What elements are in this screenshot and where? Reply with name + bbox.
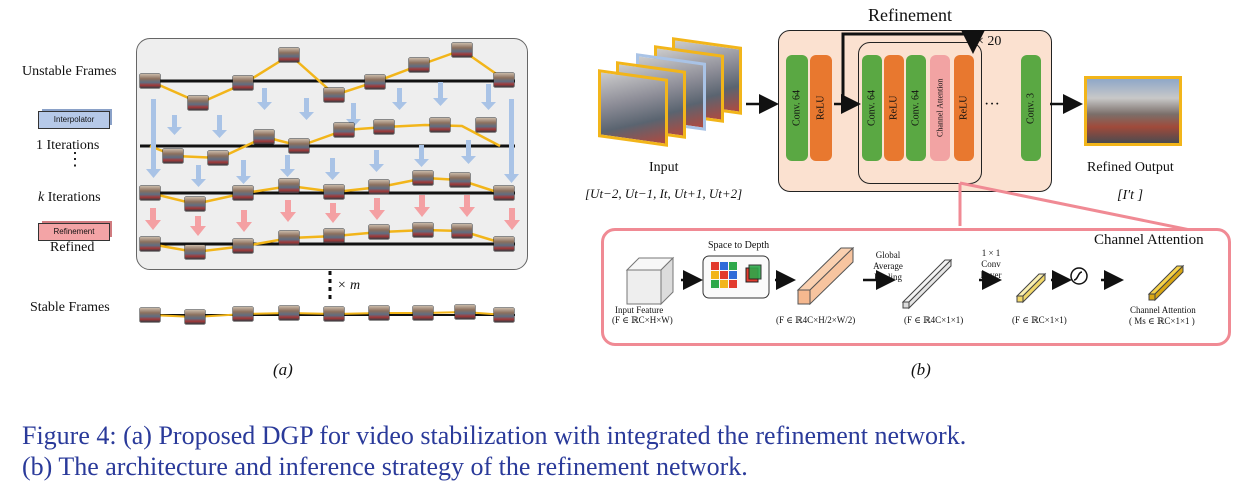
frame-thumbnail bbox=[279, 231, 299, 245]
frame-thumbnail bbox=[324, 185, 344, 199]
frame-thumbnail bbox=[413, 223, 433, 237]
refined-output-image bbox=[1084, 76, 1182, 146]
frame-thumbnail bbox=[233, 186, 253, 200]
frame-thumbnail bbox=[455, 305, 475, 319]
frame-thumbnail bbox=[140, 237, 160, 251]
frame-thumbnail bbox=[413, 306, 433, 320]
frame-thumbnail bbox=[369, 180, 389, 194]
frame-thumbnail bbox=[374, 120, 394, 134]
conv-vector bbox=[1015, 272, 1047, 304]
ellipsis: ··· bbox=[984, 96, 1000, 113]
frame-thumbnail bbox=[369, 306, 389, 320]
frame-thumbnail bbox=[140, 308, 160, 322]
attention-vector bbox=[1147, 264, 1185, 302]
frame-thumbnail bbox=[140, 186, 160, 200]
k-symbol: k bbox=[38, 190, 45, 205]
frame-thumbnail bbox=[324, 307, 344, 321]
label-unstable-frames: Unstable Frames bbox=[22, 64, 117, 79]
s2d-dim: (F ∈ ℝ4C×H/2×W/2) bbox=[776, 315, 856, 325]
channel-attention-title: Channel Attention bbox=[1094, 232, 1204, 248]
frame-thumbnail bbox=[334, 123, 354, 137]
block-relu-b bbox=[954, 55, 974, 161]
frame-thumbnail bbox=[324, 229, 344, 243]
frame-thumbnail bbox=[254, 130, 274, 144]
interpolator-arrows bbox=[146, 82, 519, 187]
frame-thumbnail bbox=[185, 245, 205, 259]
conv-layer-label: 1 × 1 Conv Layer bbox=[980, 248, 1002, 280]
frame-thumbnail bbox=[289, 139, 309, 153]
label-stable-frames: Stable Frames bbox=[30, 300, 110, 315]
conv-dim: (F ∈ ℝC×1×1) bbox=[1012, 315, 1067, 325]
input-feature-dim: (F ∈ ℝC×H×W) bbox=[612, 315, 673, 325]
refinement-title: Refinement bbox=[868, 5, 952, 25]
label-one-iteration: 1 Iterations bbox=[36, 138, 100, 153]
sigmoid-icon bbox=[1070, 267, 1088, 285]
caption-line-2: (b) The architecture and inference strat… bbox=[22, 452, 748, 481]
feature-prism bbox=[796, 246, 855, 306]
chip-interpolator: Interpolator bbox=[38, 111, 110, 129]
frame-thumbnail bbox=[494, 73, 514, 87]
block-conv64-a bbox=[862, 55, 882, 161]
vertical-dots: ⋮ bbox=[66, 149, 84, 169]
chip-refinement: Refinement bbox=[38, 223, 110, 241]
panel-b-arrows bbox=[746, 30, 1201, 234]
frame-thumbnail bbox=[369, 225, 389, 239]
frame-thumbnail bbox=[208, 151, 228, 165]
gap-label: Global Average Pooling bbox=[873, 250, 903, 282]
frame-thumbnail bbox=[365, 75, 385, 89]
frame-thumbnail bbox=[452, 224, 472, 238]
frame-thumbnail bbox=[233, 239, 253, 253]
frame-thumbnail bbox=[233, 307, 253, 321]
frame-thumbnail bbox=[413, 171, 433, 185]
frame-thumbnail bbox=[494, 308, 514, 322]
block-channel-attention bbox=[930, 55, 950, 161]
block-relu-first bbox=[810, 55, 832, 161]
frame-thumbnail bbox=[430, 118, 450, 132]
frame-thumbnail bbox=[140, 74, 160, 88]
input-label: Input bbox=[649, 160, 679, 175]
space-to-depth-label: Space to Depth bbox=[708, 240, 770, 251]
frame-thumbnail bbox=[494, 237, 514, 251]
frame-thumbnail bbox=[279, 179, 299, 193]
frame-thumbnail bbox=[450, 173, 470, 187]
frame-thumbnail bbox=[476, 118, 496, 132]
channel-attention-graph bbox=[625, 246, 1185, 310]
frame-thumbnail bbox=[233, 76, 253, 90]
block-conv3 bbox=[1021, 55, 1041, 161]
label-refined: Refined bbox=[50, 240, 95, 255]
label-k-iterations: k Iterations bbox=[38, 190, 101, 206]
block-conv64-first bbox=[786, 55, 808, 161]
rubik-cube-icon bbox=[711, 262, 762, 288]
frame-thumbnail bbox=[279, 48, 299, 62]
block-conv64-b bbox=[906, 55, 926, 161]
refinement-arrows bbox=[145, 195, 520, 236]
frame-thumbnail bbox=[185, 197, 205, 211]
output-attention-dim: ( Ms ∈ ℝC×1×1 ) bbox=[1129, 316, 1195, 326]
output-attention-label: Channel Attention bbox=[1130, 305, 1196, 315]
frame-thumbnail bbox=[409, 58, 429, 72]
input-feature-cube bbox=[625, 256, 675, 306]
frame-thumbnail bbox=[494, 186, 514, 200]
frame-thumbnail bbox=[185, 310, 205, 324]
output-label: Refined Output bbox=[1087, 160, 1174, 175]
gap-dim: (F ∈ ℝ4C×1×1) bbox=[904, 315, 964, 325]
k-iterations-text: Iterations bbox=[47, 190, 101, 205]
gap-vector bbox=[901, 258, 953, 310]
block-relu-a bbox=[884, 55, 904, 161]
frame-thumbnail bbox=[324, 88, 344, 102]
output-formula: [I′t ] bbox=[1117, 188, 1144, 203]
repeat-m-label: × m bbox=[337, 278, 361, 293]
figure-caption: Figure 4: (a) Proposed DGP for video sta… bbox=[22, 420, 1242, 482]
subfigure-b-label: (b) bbox=[911, 360, 931, 379]
subfigure-a-label: (a) bbox=[273, 360, 293, 379]
frame-thumbnail bbox=[188, 96, 208, 110]
caption-line-1: Figure 4: (a) Proposed DGP for video sta… bbox=[22, 421, 967, 450]
frame-thumbnail bbox=[279, 306, 299, 320]
frame-thumbnail bbox=[163, 149, 183, 163]
input-formula: [Ut−2, Ut−1, It, Ut+1, Ut+2] bbox=[585, 186, 743, 201]
input-feature-label: Input Feature bbox=[615, 305, 664, 315]
frame-thumbnail bbox=[452, 43, 472, 57]
